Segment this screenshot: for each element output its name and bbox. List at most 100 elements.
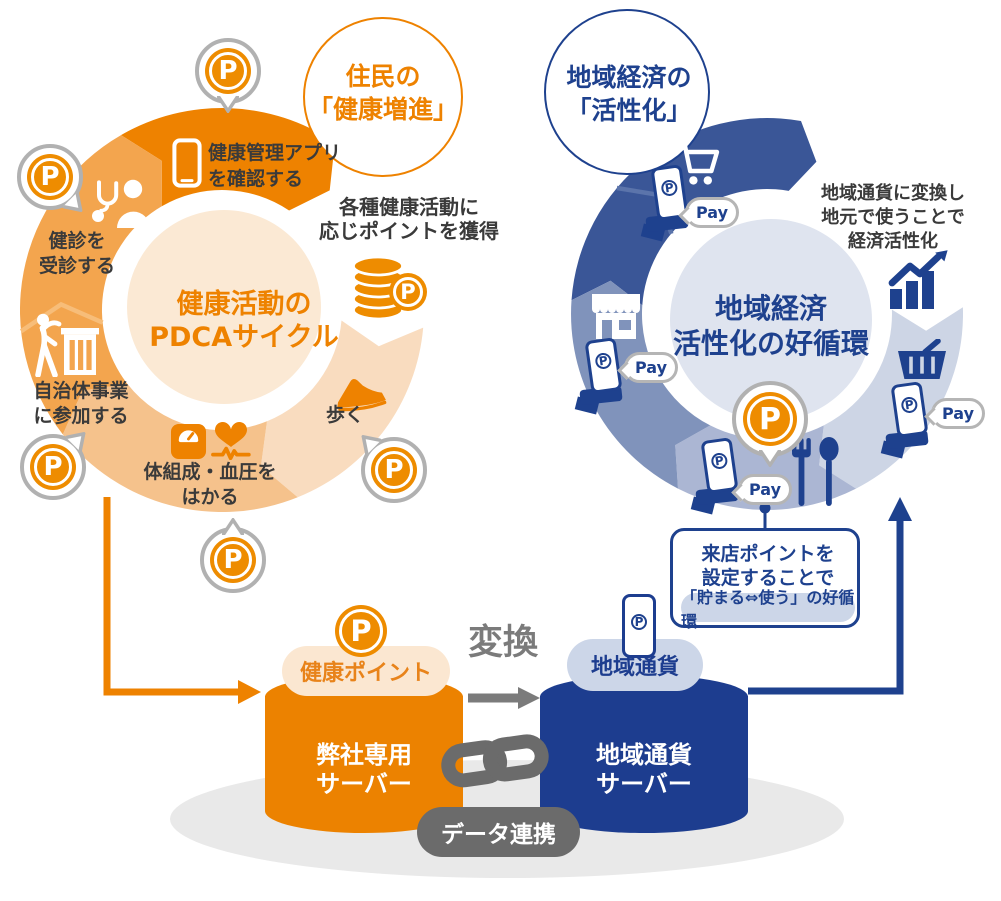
pin-point-badge: P (210, 537, 256, 583)
pay-bubble-cart: Pay (685, 197, 739, 228)
shopping-cart-icon (676, 143, 720, 185)
points-earn-note-line2: 応じポイントを獲得 (319, 219, 499, 243)
economy-cycle-inner-disc (670, 219, 872, 421)
point-pin-walk: P (361, 434, 427, 503)
pin-badge-letter: P (40, 162, 60, 192)
currency-note-line1: 地域通貨に変換し (821, 183, 965, 204)
health-promotion-bubble (303, 17, 463, 177)
pin-tail (759, 450, 781, 467)
coin-point-badge-letter: P (400, 280, 416, 304)
phone-point-badge: P (592, 349, 615, 373)
activity-app-line2: を確認する (208, 168, 304, 190)
health-app-phone-icon (172, 138, 202, 188)
data-link-chain-icon (441, 734, 549, 788)
activity-measure-line1: 体組成・血圧を (143, 461, 277, 483)
phone-badge-letter: P (714, 453, 725, 469)
point-pin-economy: P (732, 381, 808, 467)
point-pin-measure: P (200, 518, 266, 593)
pin-tail (217, 96, 239, 113)
shopping-basket-icon (898, 339, 946, 379)
pay-bubble-basket: Pay (931, 398, 985, 429)
pin-tail (361, 434, 382, 456)
coin-point-badge-ring (393, 277, 423, 307)
health-promotion-line1: 住民の (345, 62, 421, 91)
pin-point-badge: P (743, 392, 797, 446)
points-earn-note-line1: 各種健康活動に (339, 195, 479, 219)
pin-tail (65, 431, 86, 453)
pay-bubble-restaurant: Pay (738, 474, 792, 505)
cutlery-icon (792, 437, 839, 506)
phone-point-badge: P (629, 612, 649, 632)
currency-conversion-note: 地域通貨に変換し 地元で使うことで 経済活性化 (821, 182, 965, 254)
economy-activation-line2: 「活性化」 (566, 96, 692, 125)
health-promotion-label: 住民の 「健康増進」 (308, 60, 458, 126)
health-points-label: 健康ポイント (299, 661, 432, 686)
pin-badge-ring (209, 52, 247, 90)
pay-label: Pay (941, 404, 975, 423)
phone-badge-letter: P (598, 353, 609, 369)
pin-badge-letter: P (43, 452, 63, 482)
economy-activation-label: 地域経済の 「活性化」 (566, 61, 691, 127)
phone-point-badge: P (898, 393, 921, 417)
callout-highlight-text: 「貯まる⇔使う」の好循環 (681, 587, 855, 631)
pin-badge-letter: P (223, 545, 243, 575)
phone-body: P (700, 437, 739, 494)
phone-badge-letter: P (904, 397, 915, 413)
health-cycle-title: 健康活動の PDCAサイクル (149, 288, 339, 354)
pin-badge-letter: P (384, 455, 404, 485)
coin-point-badge: P (389, 273, 427, 311)
activity-walk-label: 歩く (326, 403, 364, 428)
phone-badge-letter: P (664, 180, 675, 196)
pin-badge-ring (747, 396, 793, 442)
data-link-label: データ連携 (441, 822, 556, 848)
economy-cycle-title: 地域経済 活性化の好循環 (673, 291, 869, 361)
phone-badge-ring (631, 614, 647, 630)
pay-label: Pay (748, 480, 782, 499)
health-to-server-arrow (103, 497, 240, 696)
pin-tail (222, 518, 244, 535)
activity-municipal-line2: に参加する (33, 405, 129, 427)
points-earn-note: 各種健康活動に 応じポイントを獲得 (319, 195, 499, 243)
callout-highlight-pill: 「貯まる⇔使う」の好循環 (681, 588, 855, 631)
pin-tail (62, 191, 83, 213)
economy-cycle-title-line1: 地域経済 (714, 292, 828, 325)
server-badge-letter: P (350, 614, 372, 648)
phone-badge-letter: P (634, 615, 644, 629)
phone-point-badge: P (658, 176, 681, 200)
exercise-building-icon (35, 313, 99, 377)
currency-server-line1: 地域通貨 (596, 741, 692, 769)
pay-label: Pay (695, 203, 729, 222)
activity-checkup-line2: 受診する (38, 255, 116, 277)
currency-server-label: 地域通貨 サーバー (596, 741, 692, 799)
ring-segment-checkup-municipal (20, 135, 162, 435)
pin-badge-ring (34, 448, 72, 486)
economy-activation-line1: 地域経済の (566, 63, 692, 92)
conversion-label-text: 変換 (467, 623, 539, 663)
conversion-label: 変換 (467, 623, 539, 663)
activity-checkup-label: 健診を 受診する (39, 229, 115, 279)
pay-bubble-store: Pay (624, 352, 678, 383)
phone-point-badge: P (708, 449, 731, 473)
doctor-icon (92, 179, 150, 228)
currency-note-line3: 経済活性化 (848, 231, 938, 252)
health-cycle-inner-disc (127, 210, 321, 404)
pin-point-badge: P (371, 447, 417, 493)
growth-chart-icon (888, 250, 948, 309)
economy-cycle-title-line2: 活性化の好循環 (672, 327, 870, 360)
store-icon (592, 294, 640, 339)
activity-app-label: 健康管理アプリ を確認する (208, 140, 341, 192)
server-badge-ring (339, 609, 383, 653)
cylinder-body (540, 696, 748, 833)
activity-measure-label: 体組成・血圧を はかる (143, 460, 276, 510)
conversion-arrowhead (518, 687, 540, 709)
point-pin-app: P (195, 38, 261, 113)
health-promotion-line2: 「健康増進」 (307, 95, 459, 124)
activity-measure-line2: はかる (181, 486, 239, 508)
health-to-server-arrowhead (238, 680, 261, 704)
scale-icon (170, 423, 207, 460)
currency-server-cylinder (540, 675, 748, 833)
currency-phone-icon: P (622, 594, 656, 658)
activity-municipal-label: 自治体事業 に参加する (33, 379, 128, 429)
currency-server-line2: サーバー (596, 770, 692, 798)
point-pin-municipal: P (20, 431, 86, 500)
